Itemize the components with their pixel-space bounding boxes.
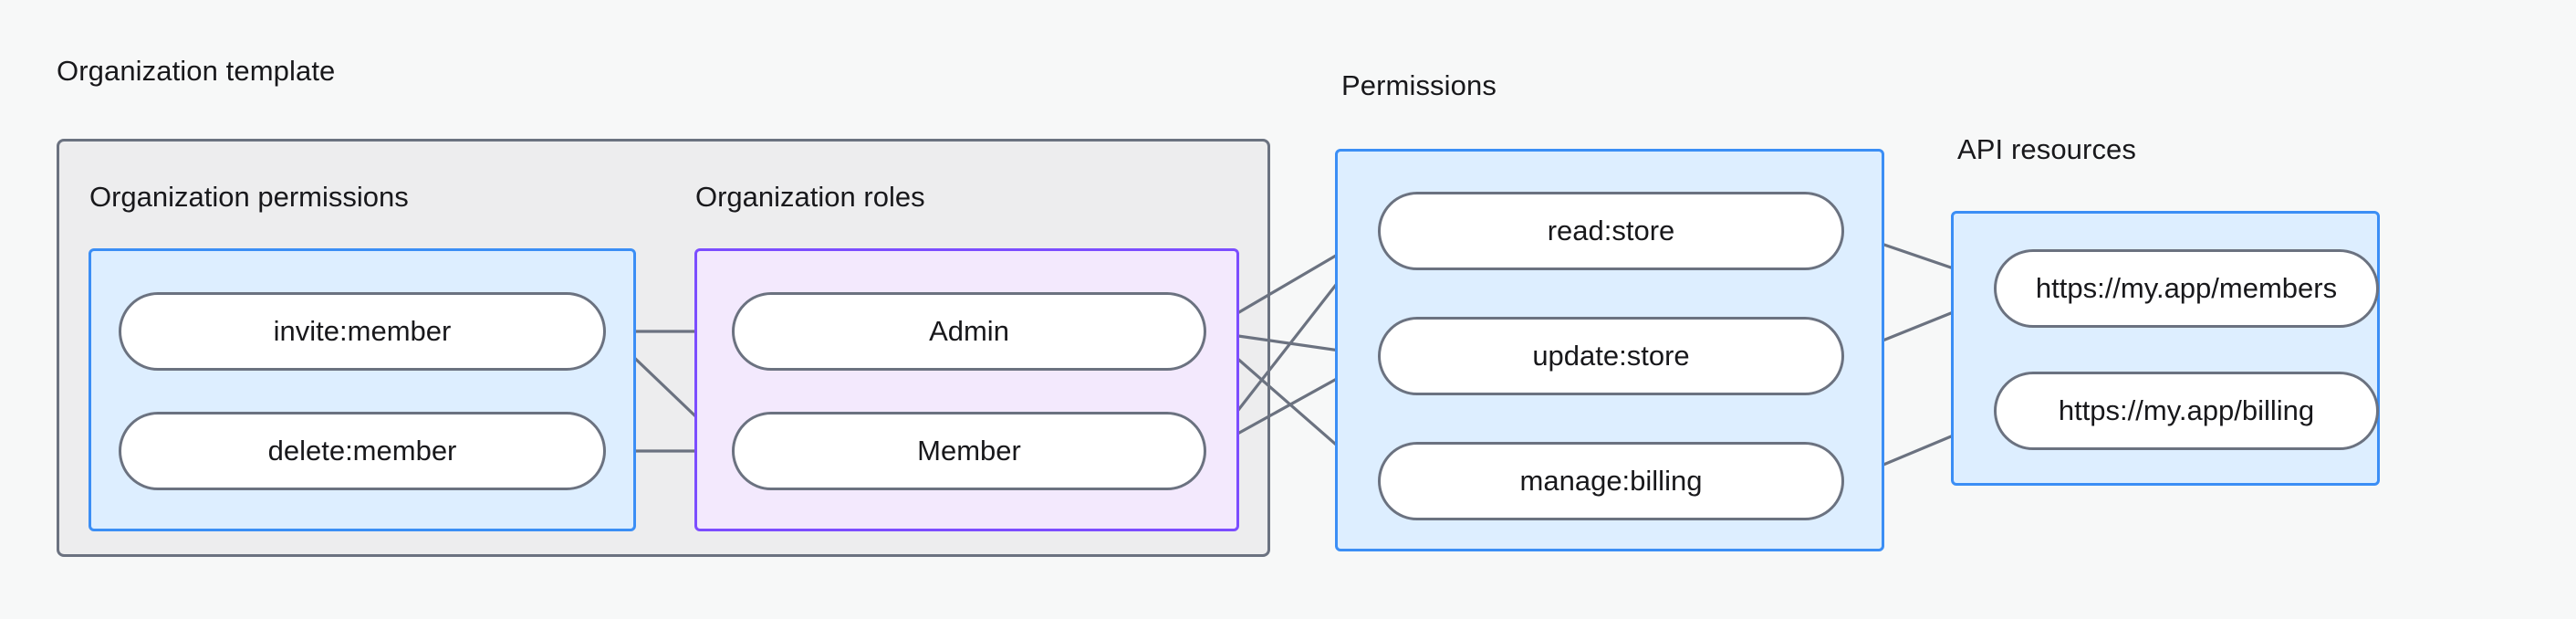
group-label-organization-permissions: Organization permissions xyxy=(89,181,409,213)
permission-node-manage-billing-label: manage:billing xyxy=(1519,465,1703,497)
role-node-admin-label: Admin xyxy=(929,315,1009,347)
permission-node-delete-member[interactable]: delete:member xyxy=(119,412,606,490)
permission-node-read-store[interactable]: read:store xyxy=(1378,192,1844,270)
group-label-organization-template: Organization template xyxy=(57,55,336,87)
permission-node-update-store[interactable]: update:store xyxy=(1378,317,1844,395)
permission-node-read-store-label: read:store xyxy=(1547,215,1675,247)
permission-node-invite-member-label: invite:member xyxy=(273,315,452,347)
api-resource-node-billing[interactable]: https://my.app/billing xyxy=(1994,372,2379,450)
permission-node-invite-member[interactable]: invite:member xyxy=(119,292,606,371)
api-resource-node-members[interactable]: https://my.app/members xyxy=(1994,249,2379,328)
role-node-admin[interactable]: Admin xyxy=(732,292,1206,371)
role-node-member-label: Member xyxy=(917,435,1021,467)
api-resource-node-members-label: https://my.app/members xyxy=(2035,272,2338,304)
permission-node-manage-billing[interactable]: manage:billing xyxy=(1378,442,1844,520)
group-label-organization-roles: Organization roles xyxy=(695,181,925,213)
api-resource-node-billing-label: https://my.app/billing xyxy=(2058,394,2315,426)
permission-node-delete-member-label: delete:member xyxy=(267,435,457,467)
group-label-permissions: Permissions xyxy=(1341,69,1497,101)
group-label-api-resources: API resources xyxy=(1957,133,2136,165)
role-node-member[interactable]: Member xyxy=(732,412,1206,490)
permission-node-update-store-label: update:store xyxy=(1532,340,1690,372)
